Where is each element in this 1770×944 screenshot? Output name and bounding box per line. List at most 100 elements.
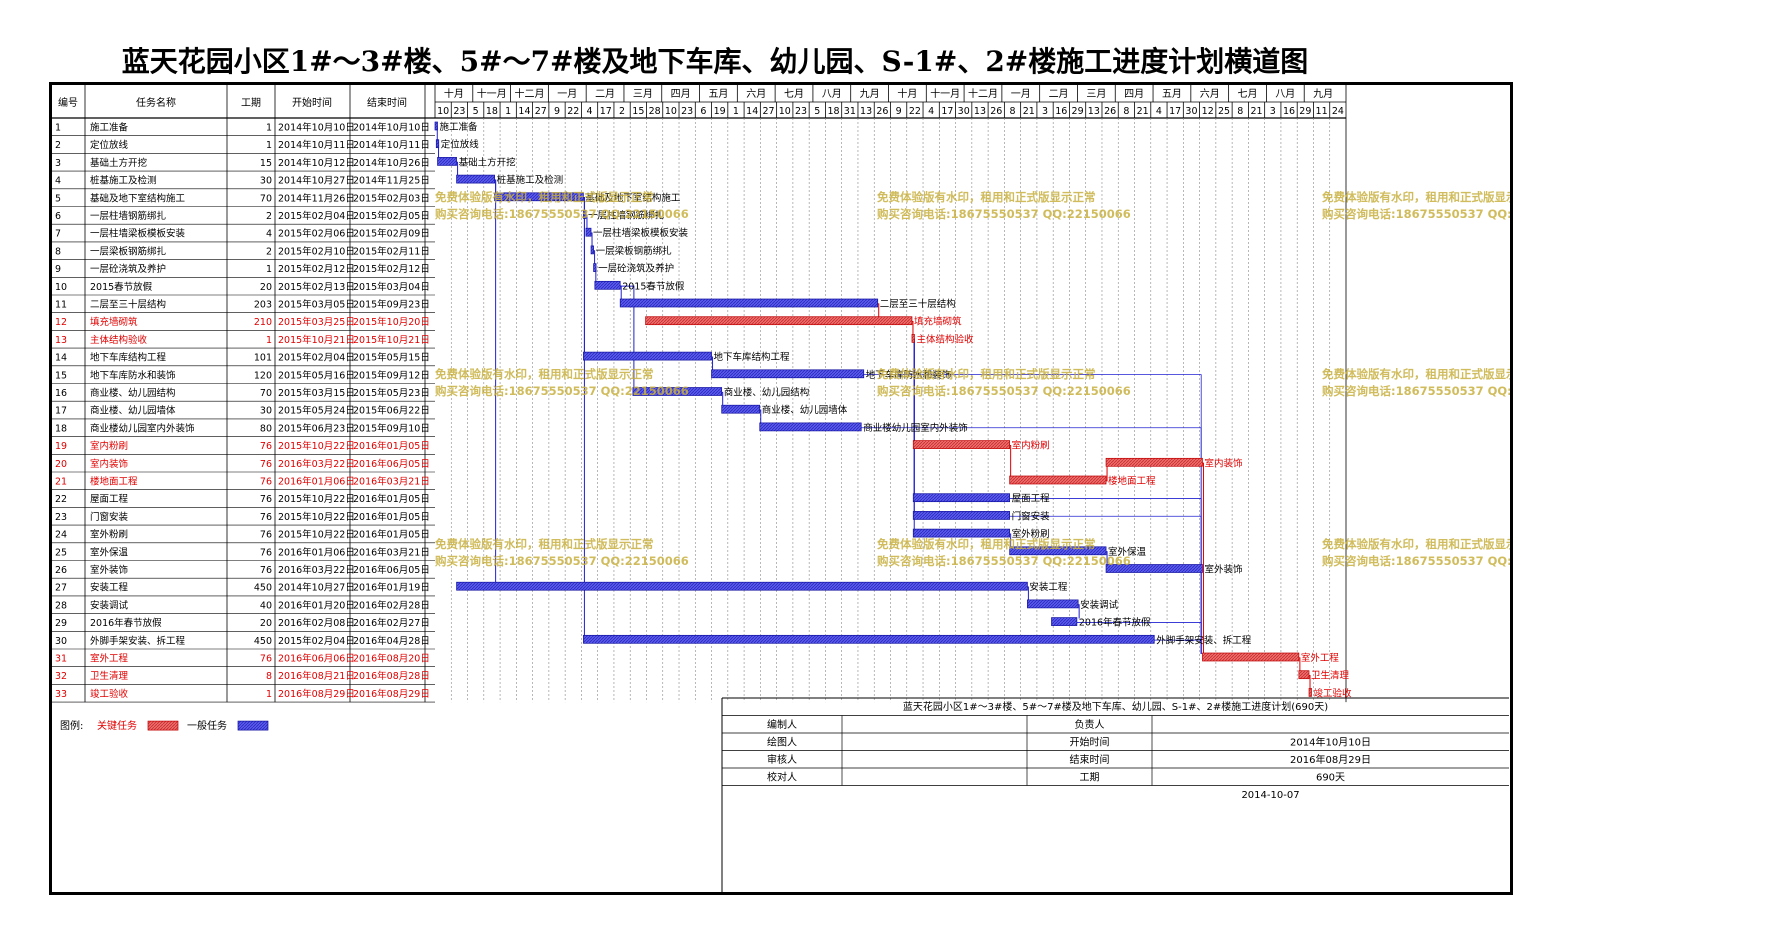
dependency-connector: [1202, 462, 1204, 654]
task-name: 施工准备: [90, 122, 129, 134]
task-bar-label: 商业楼幼儿园室内外装饰: [863, 422, 968, 434]
info-block-right-label: 结束时间: [1070, 753, 1110, 766]
task-end: 2015年09月12日: [353, 369, 430, 381]
task-bar-label: 安装调试: [1080, 599, 1119, 611]
task-end: 2015年09月10日: [353, 422, 430, 434]
task-end: 2015年03月04日: [353, 281, 430, 293]
timeline-day-label: 1: [505, 106, 511, 117]
task-id: 7: [55, 229, 61, 240]
timeline-day-label: 3: [1042, 106, 1048, 117]
task-start: 2016年06月06日: [278, 653, 355, 665]
task-bar-label: 卫生清理: [1311, 670, 1350, 682]
timeline-day-label: 14: [518, 106, 530, 117]
dependency-connector: [494, 179, 497, 584]
timeline-day-label: 22: [567, 106, 579, 117]
timeline-day-label: 18: [486, 106, 498, 117]
task-duration: 1: [266, 335, 272, 346]
task-end: 2016年04月28日: [353, 635, 430, 647]
timeline-day-label: 26: [990, 106, 1002, 117]
task-bar-label: 基础土方开挖: [459, 156, 517, 168]
timeline-month-label: 十一月: [930, 87, 960, 100]
task-bar-label: 2015春节放假: [622, 280, 685, 292]
task-bar-label: 二层至三十层结构: [880, 298, 956, 310]
task-id: 21: [55, 477, 67, 488]
task-id: 23: [55, 512, 67, 523]
task-start: 2015年02月13日: [278, 281, 355, 293]
timeline-day-label: 25: [1218, 106, 1230, 117]
timeline-month-label: 七月: [1238, 88, 1258, 100]
task-name: 室外工程: [90, 653, 129, 665]
info-block-right-label: 负责人: [1075, 718, 1105, 731]
timeline-month-label: 二月: [595, 88, 615, 100]
timeline-day-label: 5: [473, 106, 479, 117]
task-name: 一层柱墙钢筋绑扎: [90, 210, 167, 222]
task-bar: [1298, 670, 1310, 680]
timeline-day-label: 31: [844, 106, 856, 117]
task-name: 地下车库结构工程: [90, 352, 167, 364]
table-header-cell: 任务名称: [136, 96, 176, 109]
timeline-day-label: 29: [1072, 106, 1084, 117]
task-duration: 80: [260, 423, 272, 434]
timeline-month-label: 五月: [708, 88, 728, 100]
task-name: 商业楼幼儿园室内外装饰: [90, 422, 195, 434]
task-start: 2015年10月21日: [278, 334, 355, 346]
task-bar: [1308, 688, 1312, 697]
task-bar: [1105, 564, 1203, 573]
watermark-line1: 免费体验版有水印，租用和正式版显示正常: [435, 190, 654, 204]
task-name: 室内装饰: [90, 458, 128, 470]
task-bar: [912, 440, 1010, 449]
task-name: 安装调试: [90, 599, 129, 611]
task-name: 一层柱墙梁板模板安装: [90, 228, 186, 240]
legend-normal-swatch: [237, 720, 269, 731]
timeline-day-label: 14: [746, 106, 758, 117]
timeline-day-label: 24: [1332, 106, 1344, 117]
task-duration: 76: [260, 441, 272, 452]
task-bar-label: 定位放线: [441, 139, 480, 151]
task-bar-label: 一层柱墙梁板模板安装: [593, 227, 689, 239]
task-end: 2016年01月05日: [353, 440, 430, 452]
task-duration: 76: [260, 530, 272, 541]
task-end: 2015年05月23日: [353, 387, 430, 399]
task-end: 2016年03月21日: [353, 546, 430, 558]
task-id: 27: [55, 583, 67, 594]
task-bar-label: 施工准备: [440, 121, 479, 133]
table-header-cell: 结束时间: [367, 96, 407, 109]
timeline-day-label: 3: [1270, 106, 1276, 117]
timeline-month-label: 十月: [897, 87, 917, 100]
timeline-day-label: 1: [733, 106, 739, 117]
task-bar: [434, 121, 438, 131]
info-block-right-value: 690天: [1316, 773, 1345, 784]
timeline-day-label: 2: [619, 106, 625, 117]
task-bar: [583, 351, 712, 361]
task-start: 2015年02月10日: [278, 245, 355, 257]
task-bar-label: 一层砼浇筑及养护: [598, 263, 674, 275]
task-name: 室外装饰: [90, 564, 128, 576]
task-start: 2015年10月22日: [278, 440, 355, 452]
task-name: 商业楼、幼儿园墙体: [90, 405, 176, 417]
task-end: 2014年11月25日: [353, 175, 430, 187]
task-start: 2015年05月24日: [278, 405, 355, 417]
task-duration: 203: [254, 300, 272, 311]
task-name: 楼地面工程: [90, 476, 138, 488]
timeline-day-label: 16: [1055, 106, 1067, 117]
timeline-day-label: 28: [649, 106, 661, 117]
watermark-line2: 购买咨询电话:18675550537 QQ:22150066: [1322, 207, 1510, 221]
task-name: 一层砼浇筑及养护: [90, 263, 166, 275]
task-id: 29: [55, 618, 67, 629]
task-bar: [593, 263, 597, 272]
task-name: 二层至三十层结构: [90, 299, 166, 311]
task-start: 2015年05月16日: [278, 369, 355, 381]
task-duration: 1: [266, 123, 272, 134]
task-bar: [583, 634, 1155, 644]
info-block-right-value: 2016年08月29日: [1290, 753, 1371, 766]
gantt-frame: 编号任务名称工期开始时间结束时间十月十一月十二月一月二月三月四月五月六月七月八月…: [49, 82, 1513, 895]
task-start: 2016年01月20日: [278, 599, 355, 611]
task-id: 10: [55, 282, 67, 293]
task-id: 22: [55, 494, 67, 505]
task-end: 2016年02月27日: [353, 617, 430, 629]
legend-critical-swatch: [147, 720, 179, 731]
task-bar: [437, 157, 457, 166]
task-start: 2016年01月06日: [278, 476, 355, 488]
page-title: 蓝天花园小区1#～3#楼、5#～7#楼及地下车库、幼儿园、S-1#、2#楼施工进…: [121, 45, 1309, 78]
task-id: 2: [55, 140, 61, 151]
